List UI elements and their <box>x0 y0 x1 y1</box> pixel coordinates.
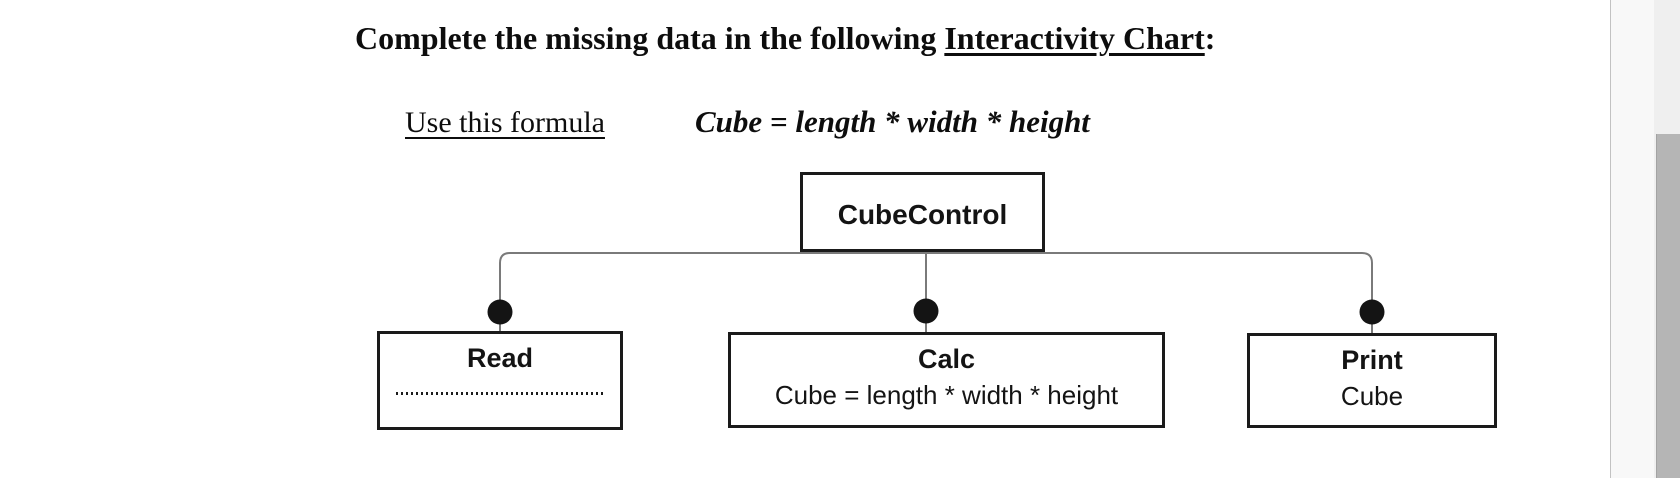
page-title-suffix: : <box>1204 20 1216 56</box>
connector-path <box>499 252 1373 333</box>
node-print-label: Print <box>1341 345 1403 375</box>
node-calc-label: Calc <box>917 344 976 374</box>
node-calc: Calc Cube = length * width * height <box>728 332 1165 428</box>
answer-blank-dotted-line <box>396 392 604 395</box>
node-calc-body: Cube = length * width * height <box>774 380 1119 410</box>
connector-node-dot-center <box>913 298 939 324</box>
right-gutter <box>1611 0 1654 478</box>
node-cubecontrol: CubeControl <box>800 172 1045 252</box>
page-title-underlined: Interactivity Chart <box>944 20 1205 56</box>
connector-node-dot-right <box>1359 299 1385 325</box>
node-read-label: Read <box>466 343 534 373</box>
page-edge-divider <box>1610 0 1611 478</box>
page-title-prefix: Complete the missing data in the followi… <box>355 20 945 56</box>
node-read: Read <box>377 331 623 430</box>
node-cubecontrol-label: CubeControl <box>837 199 1008 230</box>
formula-label: Use this formula <box>405 106 605 139</box>
node-print-body: Cube <box>1340 381 1404 411</box>
scrollbar-thumb[interactable] <box>1656 134 1680 478</box>
node-print: Print Cube <box>1247 333 1497 428</box>
page-title: Complete the missing data in the followi… <box>355 20 1215 57</box>
formula-text: Cube = length * width * height <box>695 104 1090 139</box>
connector-node-dot-left <box>487 299 513 325</box>
